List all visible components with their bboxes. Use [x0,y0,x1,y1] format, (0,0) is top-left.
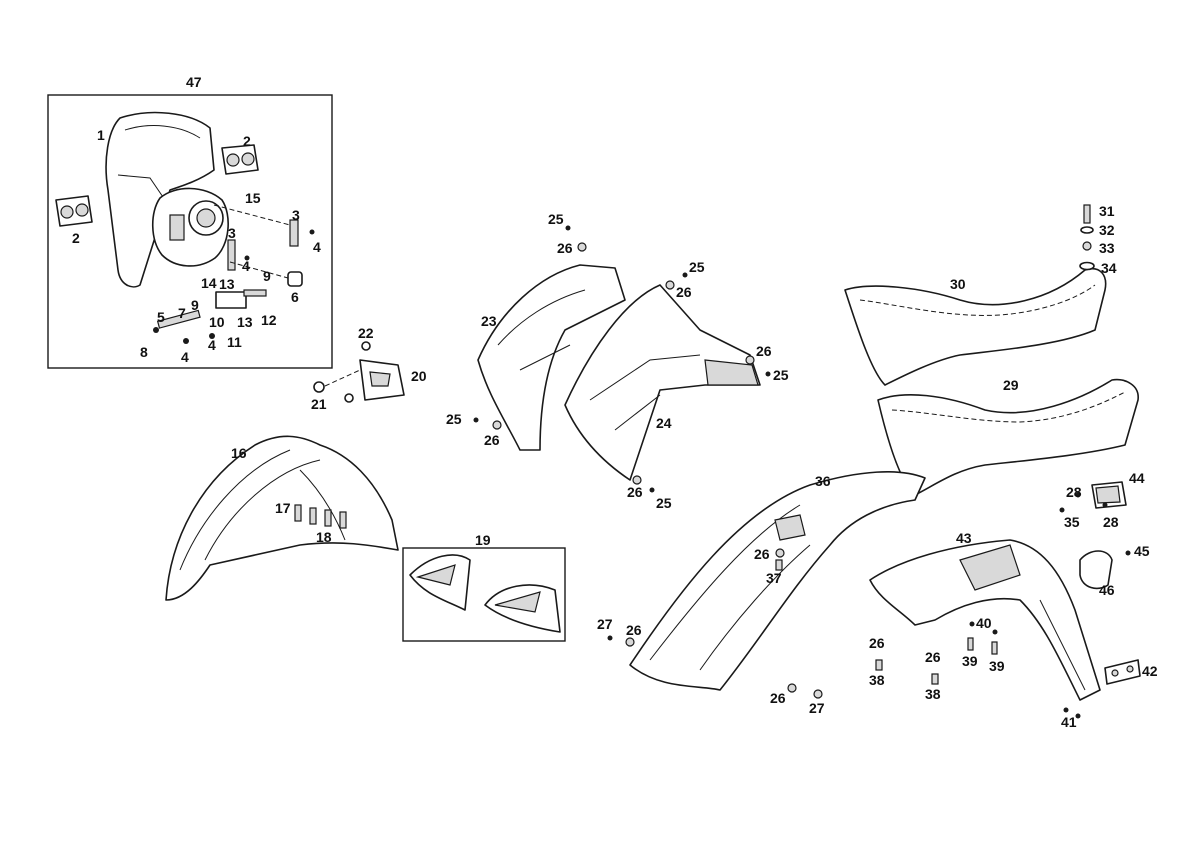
callout-42: 42 [1142,663,1158,679]
front-bracket [313,341,405,403]
callout-26: 26 [869,635,885,651]
callout-22: 22 [358,325,374,341]
callout-11: 11 [227,334,242,350]
front-fender [165,435,399,601]
callout-21: 21 [311,396,327,412]
callout-39: 39 [989,658,1005,674]
hand-guard-left [409,554,471,611]
callout-24: 24 [656,415,672,431]
rear-fender-fasteners [607,548,823,699]
callout-16: 16 [231,445,247,461]
callout-23: 23 [481,313,497,329]
callout-38: 38 [925,686,941,702]
callout-3: 3 [228,225,236,241]
callout-31: 31 [1099,203,1115,219]
callout-26: 26 [627,484,643,500]
clamp-left [55,195,93,227]
rear-mudguard [869,539,1101,701]
callout-25: 25 [773,367,789,383]
callout-27: 27 [809,700,825,716]
seat-upper [844,268,1107,386]
windscreen-headlight-assembly [55,111,315,344]
hand-guards-frame [402,547,566,642]
callout-26: 26 [770,690,786,706]
callout-25: 25 [446,411,462,427]
callout-47: 47 [186,74,202,90]
callout-46: 46 [1099,582,1115,598]
callout-26: 26 [925,649,941,665]
callout-20: 20 [411,368,427,384]
tail-light [1091,481,1127,509]
callout-26: 26 [626,622,642,638]
headlight-assembly-frame [47,94,333,369]
callout-26: 26 [754,546,770,562]
callout-18: 18 [316,529,332,545]
callout-26: 26 [557,240,573,256]
shroud-fasteners [473,225,771,493]
seat-hardware [1079,204,1095,271]
callout-4: 4 [242,258,250,274]
callout-10: 10 [209,314,225,330]
hand-guard-right [484,584,561,633]
radiator-shroud-right [564,284,761,481]
clamp-right [221,144,259,175]
callout-7: 7 [178,305,186,321]
callout-39: 39 [962,653,978,669]
callout-41: 41 [1061,714,1077,730]
callout-28: 28 [1066,484,1082,500]
callout-4: 4 [208,337,216,353]
fender-fasteners [294,504,347,529]
callout-43: 43 [956,530,972,546]
callout-14: 14 [201,275,217,291]
callout-44: 44 [1129,470,1145,486]
callout-5: 5 [157,309,165,325]
callout-36: 36 [815,473,831,489]
callout-13: 13 [219,276,235,292]
callout-32: 32 [1099,222,1115,238]
callout-26: 26 [756,343,772,359]
callout-37: 37 [766,570,782,586]
callout-13: 13 [237,314,253,330]
callout-27: 27 [597,616,613,632]
callout-labels: 47 1 2 2 15 3 3 4 4 4 4 5 6 7 8 9 9 10 1… [72,74,1158,730]
callout-6: 6 [291,289,299,305]
callout-25: 25 [656,495,672,511]
callout-4: 4 [313,239,321,255]
callout-28: 28 [1103,514,1119,530]
rear-fender [629,471,926,691]
reflector-mount [1059,492,1131,590]
callout-34: 34 [1101,260,1117,276]
radiator-shroud-left [477,264,626,451]
callout-26: 26 [676,284,692,300]
callout-29: 29 [1003,377,1019,393]
callout-45: 45 [1134,543,1150,559]
callout-25: 25 [689,259,705,275]
callout-30: 30 [950,276,966,292]
callout-3: 3 [292,207,300,223]
callout-25: 25 [548,211,564,227]
callout-38: 38 [869,672,885,688]
mudguard-fasteners [875,621,1081,719]
callout-8: 8 [140,344,148,360]
callout-15: 15 [245,190,261,206]
callout-33: 33 [1099,240,1115,256]
callout-4: 4 [181,349,189,365]
callout-1: 1 [97,127,105,143]
callout-2: 2 [243,133,251,149]
callout-26: 26 [484,432,500,448]
callout-12: 12 [261,312,277,328]
callout-2: 2 [72,230,80,246]
callout-19: 19 [475,532,491,548]
callout-17: 17 [275,500,291,516]
callout-9: 9 [263,268,271,284]
plate-light [1104,659,1141,685]
callout-40: 40 [976,615,992,631]
callout-9: 9 [191,297,199,313]
callout-35: 35 [1064,514,1080,530]
